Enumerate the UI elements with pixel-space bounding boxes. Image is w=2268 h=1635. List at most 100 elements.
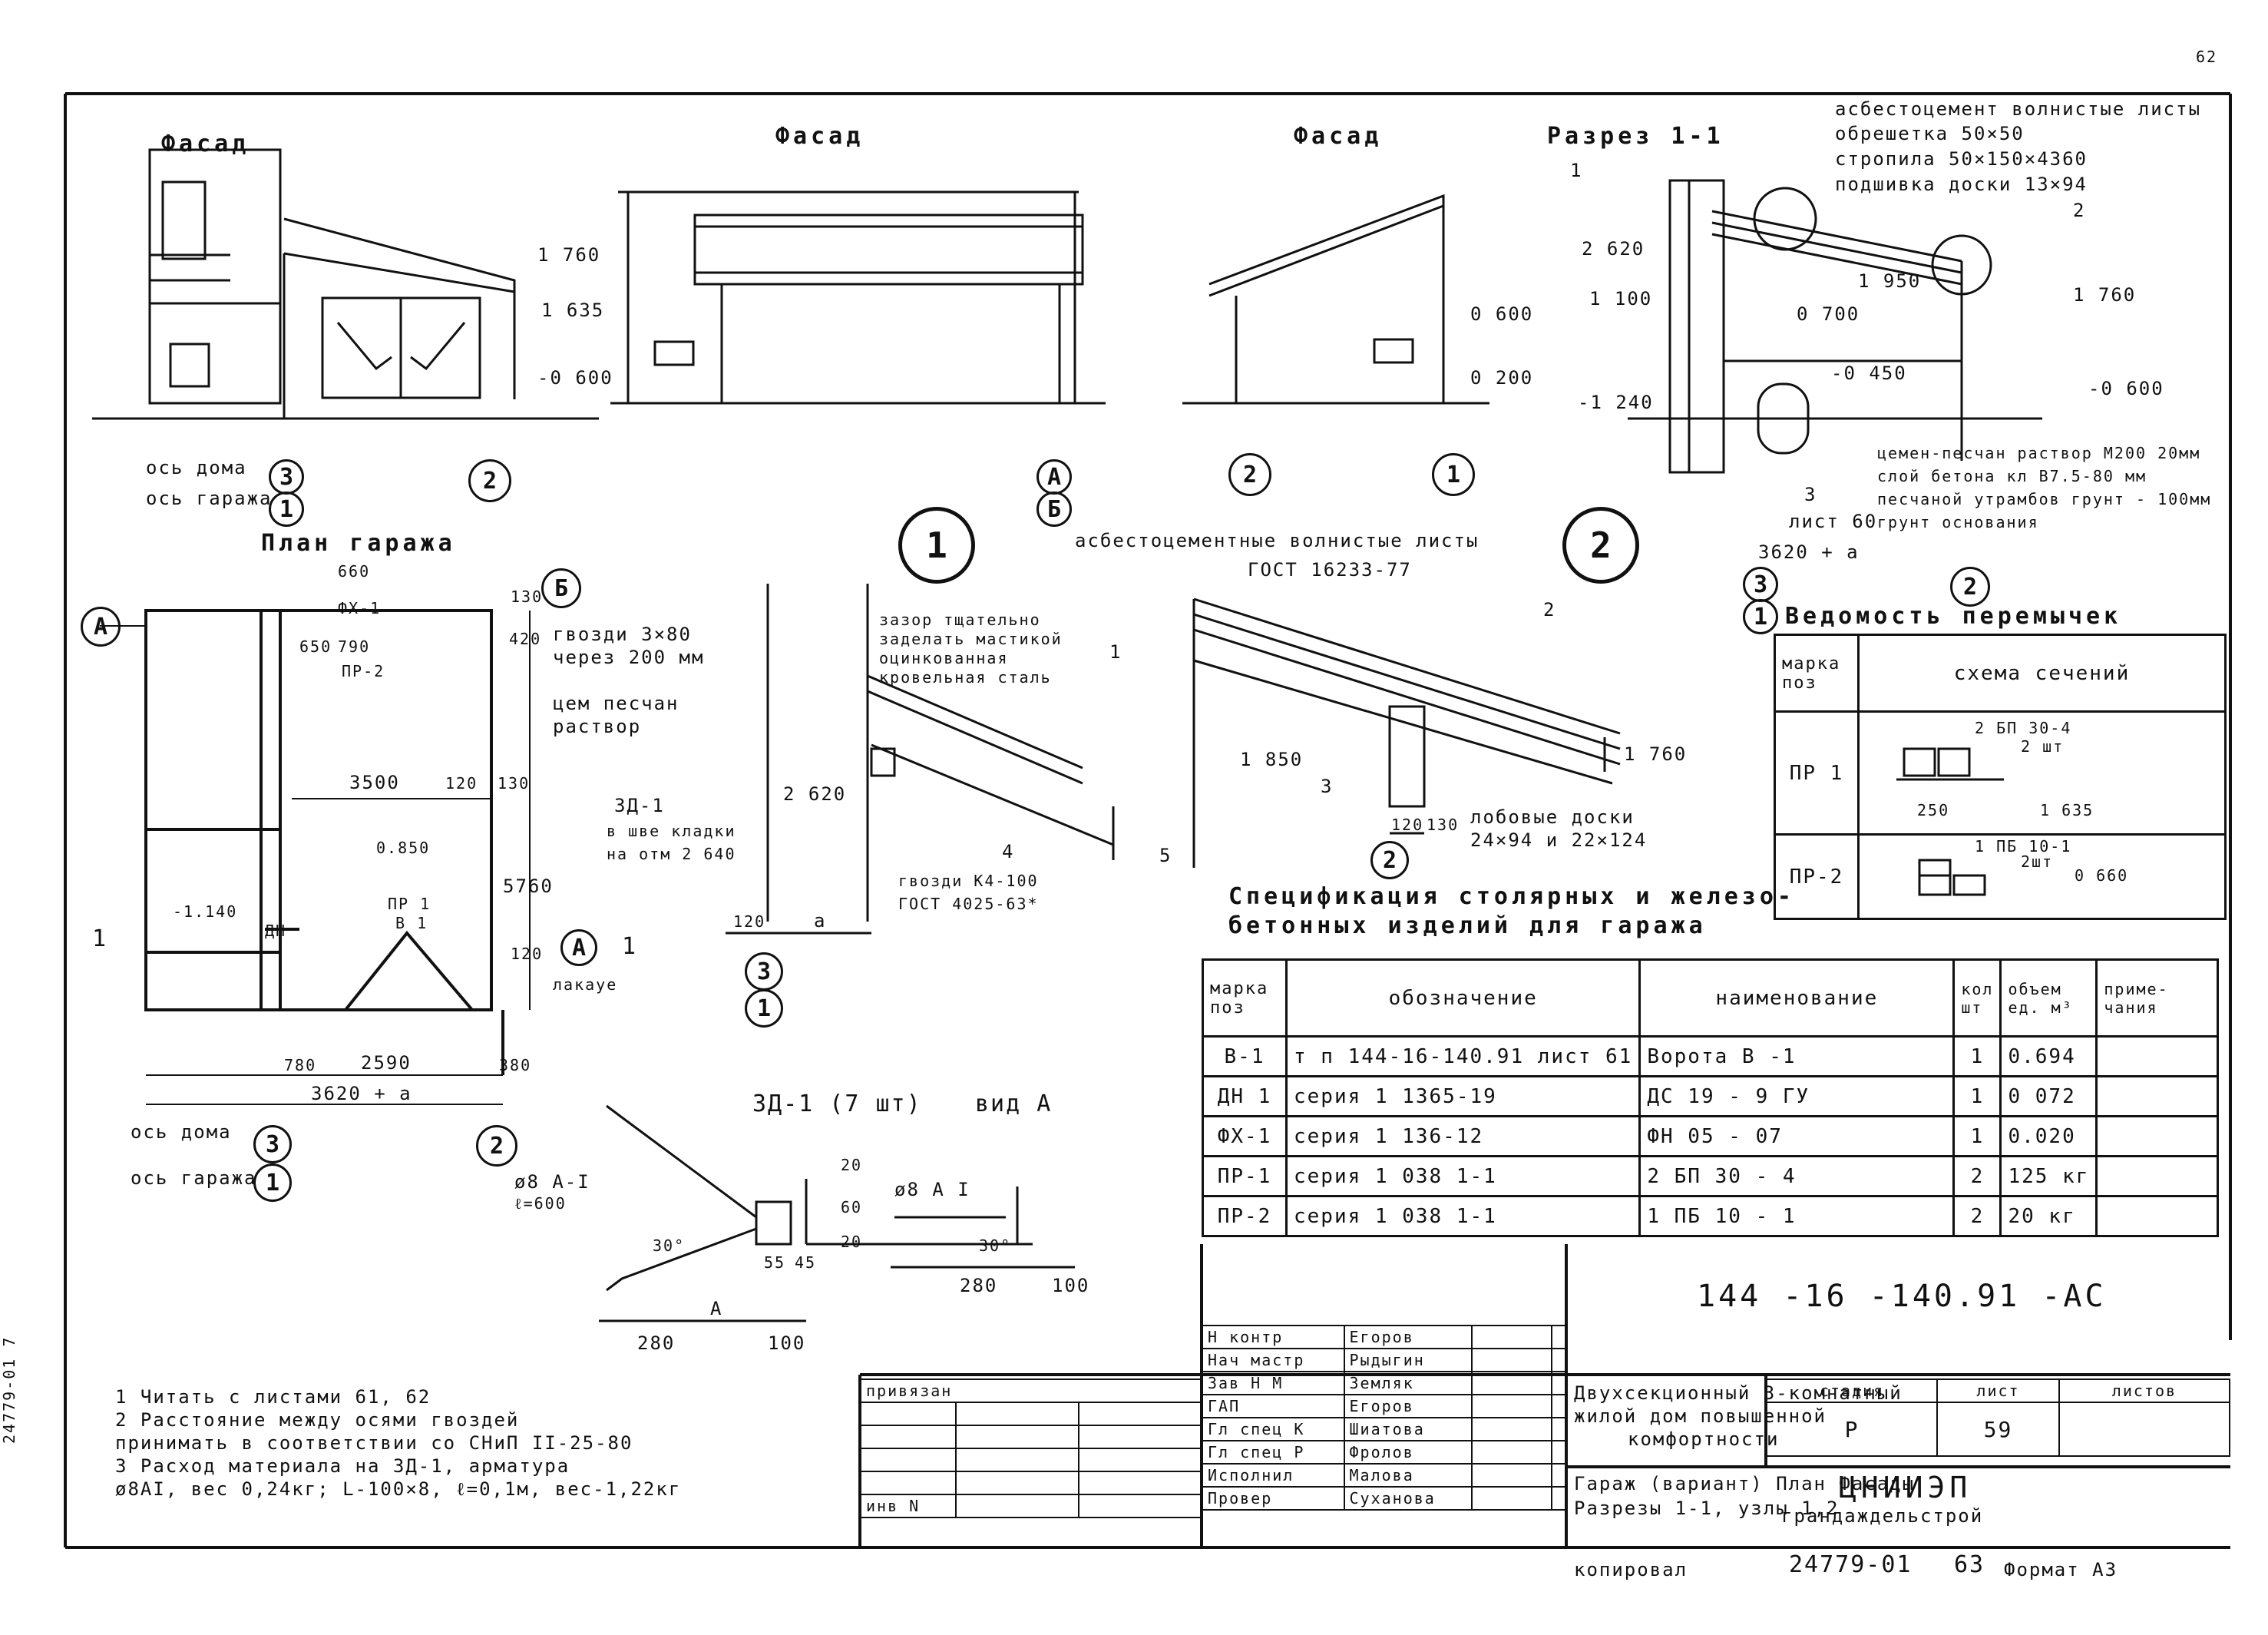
plan-dim-13: 3620 + а bbox=[311, 1083, 412, 1104]
sheet-header: лист bbox=[1936, 1378, 2060, 1403]
spec-r4-c5 bbox=[2095, 1195, 2219, 1237]
spec-head-volume: объем ед. м³ bbox=[1999, 958, 2098, 1038]
section-callout-3: 3 bbox=[1804, 484, 1817, 505]
spec-r1-c0: ДН 1 bbox=[1202, 1075, 1288, 1117]
zd1-title: ЗД-1 (7 шт) bbox=[752, 1091, 922, 1117]
spec-r2-c0: ФХ-1 bbox=[1202, 1115, 1288, 1157]
staff-2-name: Земляк bbox=[1343, 1371, 1473, 1395]
spec-r3-c4: 125 кг bbox=[1999, 1155, 2098, 1197]
axis-garage-label: ось гаража bbox=[146, 488, 273, 509]
staff-4-name: Шиатова bbox=[1343, 1417, 1473, 1441]
plan-dim-10: 780 bbox=[284, 1056, 317, 1074]
node-1-axis-3: 3 bbox=[745, 952, 783, 991]
spec-r3-c3: 2 bbox=[1952, 1155, 2002, 1197]
plan-dim-9: 130 bbox=[511, 587, 544, 606]
staff-5-role: Гл спец Р bbox=[1202, 1440, 1345, 1465]
note-4: ø8АI, вес 0,24кг; L-100×8, ℓ=0,1м, вес-1… bbox=[115, 1478, 682, 1500]
plan-dim-11: 2590 bbox=[361, 1052, 412, 1074]
sheet-value: 59 bbox=[1936, 1402, 2060, 1457]
plan-dim-12: 380 bbox=[499, 1056, 532, 1074]
zd1-dim-0: 280 bbox=[637, 1332, 676, 1354]
section-sheet-ref: лист 60 bbox=[1789, 511, 1878, 532]
staff-7-name: Суханова bbox=[1343, 1486, 1473, 1511]
plan-dim-0: 660 bbox=[338, 562, 371, 581]
stage-value: Р bbox=[1765, 1402, 1939, 1457]
staff-4-role: Гл спец К bbox=[1202, 1417, 1345, 1441]
facade-1-title: Фасад bbox=[161, 131, 250, 157]
zd1-dim-3: 45 bbox=[795, 1253, 817, 1272]
plan-label-pr2: ПР-2 bbox=[342, 662, 385, 680]
staff-0-role: Н контр bbox=[1202, 1325, 1345, 1349]
node-2-level-0: 1 850 bbox=[1240, 749, 1304, 770]
node-1-nails-0: гвозди К4-100 bbox=[898, 872, 1039, 890]
section-floor-3: грунт основания bbox=[1877, 513, 2039, 531]
plan-dim-7: 5760 bbox=[503, 875, 554, 897]
node-2-boards-1: 24×94 и 22×124 bbox=[1470, 829, 1648, 851]
section-dim: 3620 + а bbox=[1758, 541, 1860, 563]
plan-level-in: 0.850 bbox=[376, 839, 431, 857]
node-1-callout-4: 4 bbox=[1002, 841, 1015, 862]
plan-title: План гаража bbox=[261, 530, 456, 557]
spec-head-mark: марка поз bbox=[1202, 958, 1288, 1038]
side-stamp: 24779-01 7 bbox=[0, 1335, 18, 1444]
sheets-header: листов bbox=[2058, 1378, 2231, 1403]
lintels-row-1-scheme: 1 ПБ 10-1 2шт 0 660 bbox=[1857, 833, 2227, 920]
section-level-4: 0 700 bbox=[1797, 303, 1860, 325]
spec-r1-c1: серия 1 1365-19 bbox=[1284, 1075, 1641, 1117]
facade-1-level-mid: 1 635 bbox=[541, 300, 605, 321]
node-1-marker: 1 bbox=[898, 507, 975, 584]
lintels-row-0-level: 1 635 bbox=[2040, 801, 2094, 819]
node-1-zd-0: ЗД-1 bbox=[614, 795, 665, 816]
facade-3-title: Фасад bbox=[1294, 123, 1383, 150]
spec-r4-c2: 1 ПБ 10 - 1 bbox=[1638, 1195, 1956, 1237]
axis-bubble-1: 1 bbox=[269, 491, 304, 527]
spec-r2-c4: 0.020 bbox=[1999, 1115, 2098, 1157]
node-1-note-3: раствор bbox=[553, 716, 642, 737]
section-spec-1: обрешетка 50×50 bbox=[1835, 123, 2025, 144]
plan-dim-3: 3500 bbox=[349, 772, 400, 793]
axis-bubble-b-f2: Б bbox=[1036, 491, 1072, 527]
node-1-gap-0: зазор тщательно bbox=[879, 611, 1041, 629]
node-1-dim-1: а bbox=[814, 910, 827, 932]
plan-dim-2: 790 bbox=[338, 637, 371, 656]
spec-r3-c1: серия 1 038 1-1 bbox=[1284, 1155, 1641, 1197]
footer-copied: копировал bbox=[1574, 1559, 1688, 1580]
facade-1-level-bot: -0 600 bbox=[537, 367, 613, 389]
node-1-gap-2: оцинкованная bbox=[879, 649, 1009, 667]
lintels-row-1-mark: ПР-2 bbox=[1774, 833, 1860, 920]
section-spec-3: подшивка доски 13×94 bbox=[1835, 174, 2088, 195]
footer-format: Формат А3 bbox=[2004, 1559, 2118, 1580]
lintels-row-0-beam: 2 БП 30-4 bbox=[1975, 719, 2072, 737]
section-spec-2: стропила 50×150×4360 bbox=[1835, 148, 2088, 170]
plan-axis-3: 3 bbox=[253, 1125, 292, 1163]
node-2-boards-0: лобовые доски bbox=[1470, 806, 1635, 828]
stage-header: стадия bbox=[1765, 1378, 1939, 1403]
plan-dim-5: 130 bbox=[498, 774, 531, 793]
section-level-7: -1 240 bbox=[1578, 392, 1654, 413]
section-callout-2: 2 bbox=[2073, 200, 2086, 221]
zd1-dim-7: 60 bbox=[841, 1198, 863, 1216]
sheet-title-1: Разрезы 1-1, узлы 1,2 bbox=[1574, 1498, 1840, 1519]
section-level-2: 1 760 bbox=[2073, 284, 2137, 306]
zd1-length: ℓ=600 bbox=[514, 1194, 567, 1213]
node-2-dim-1: 130 bbox=[1427, 816, 1460, 834]
staff-3-name: Егоров bbox=[1343, 1394, 1473, 1418]
section-title: Разрез 1-1 bbox=[1547, 123, 1724, 150]
node-1-zd-2: на отм 2 640 bbox=[607, 845, 736, 863]
node-1-callout-5: 5 bbox=[1159, 845, 1172, 866]
plan-cut-left: 1 bbox=[92, 925, 108, 952]
staff-0-name: Егоров bbox=[1343, 1325, 1473, 1349]
zd1-dim-2: 55 bbox=[764, 1253, 786, 1272]
spec-r2-c2: ФН 05 - 07 bbox=[1638, 1115, 1956, 1157]
lintels-row-1-qty: 2шт bbox=[2021, 852, 2054, 871]
node-1-note-2: цем песчан bbox=[553, 693, 679, 714]
node-2-marker: 2 bbox=[1562, 507, 1639, 584]
facade-1-level-top: 1 760 bbox=[537, 244, 601, 266]
spec-r0-c3: 1 bbox=[1952, 1035, 2002, 1077]
node-1-note-0: гвозди 3×80 bbox=[553, 624, 692, 645]
spec-r4-c0: ПР-2 bbox=[1202, 1195, 1288, 1237]
spec-r0-c4: 0.694 bbox=[1999, 1035, 2098, 1077]
spec-r2-c3: 1 bbox=[1952, 1115, 2002, 1157]
spec-r0-c2: Ворота В -1 bbox=[1638, 1035, 1956, 1077]
plan-axis-garage-label: ось гаража bbox=[131, 1167, 257, 1189]
